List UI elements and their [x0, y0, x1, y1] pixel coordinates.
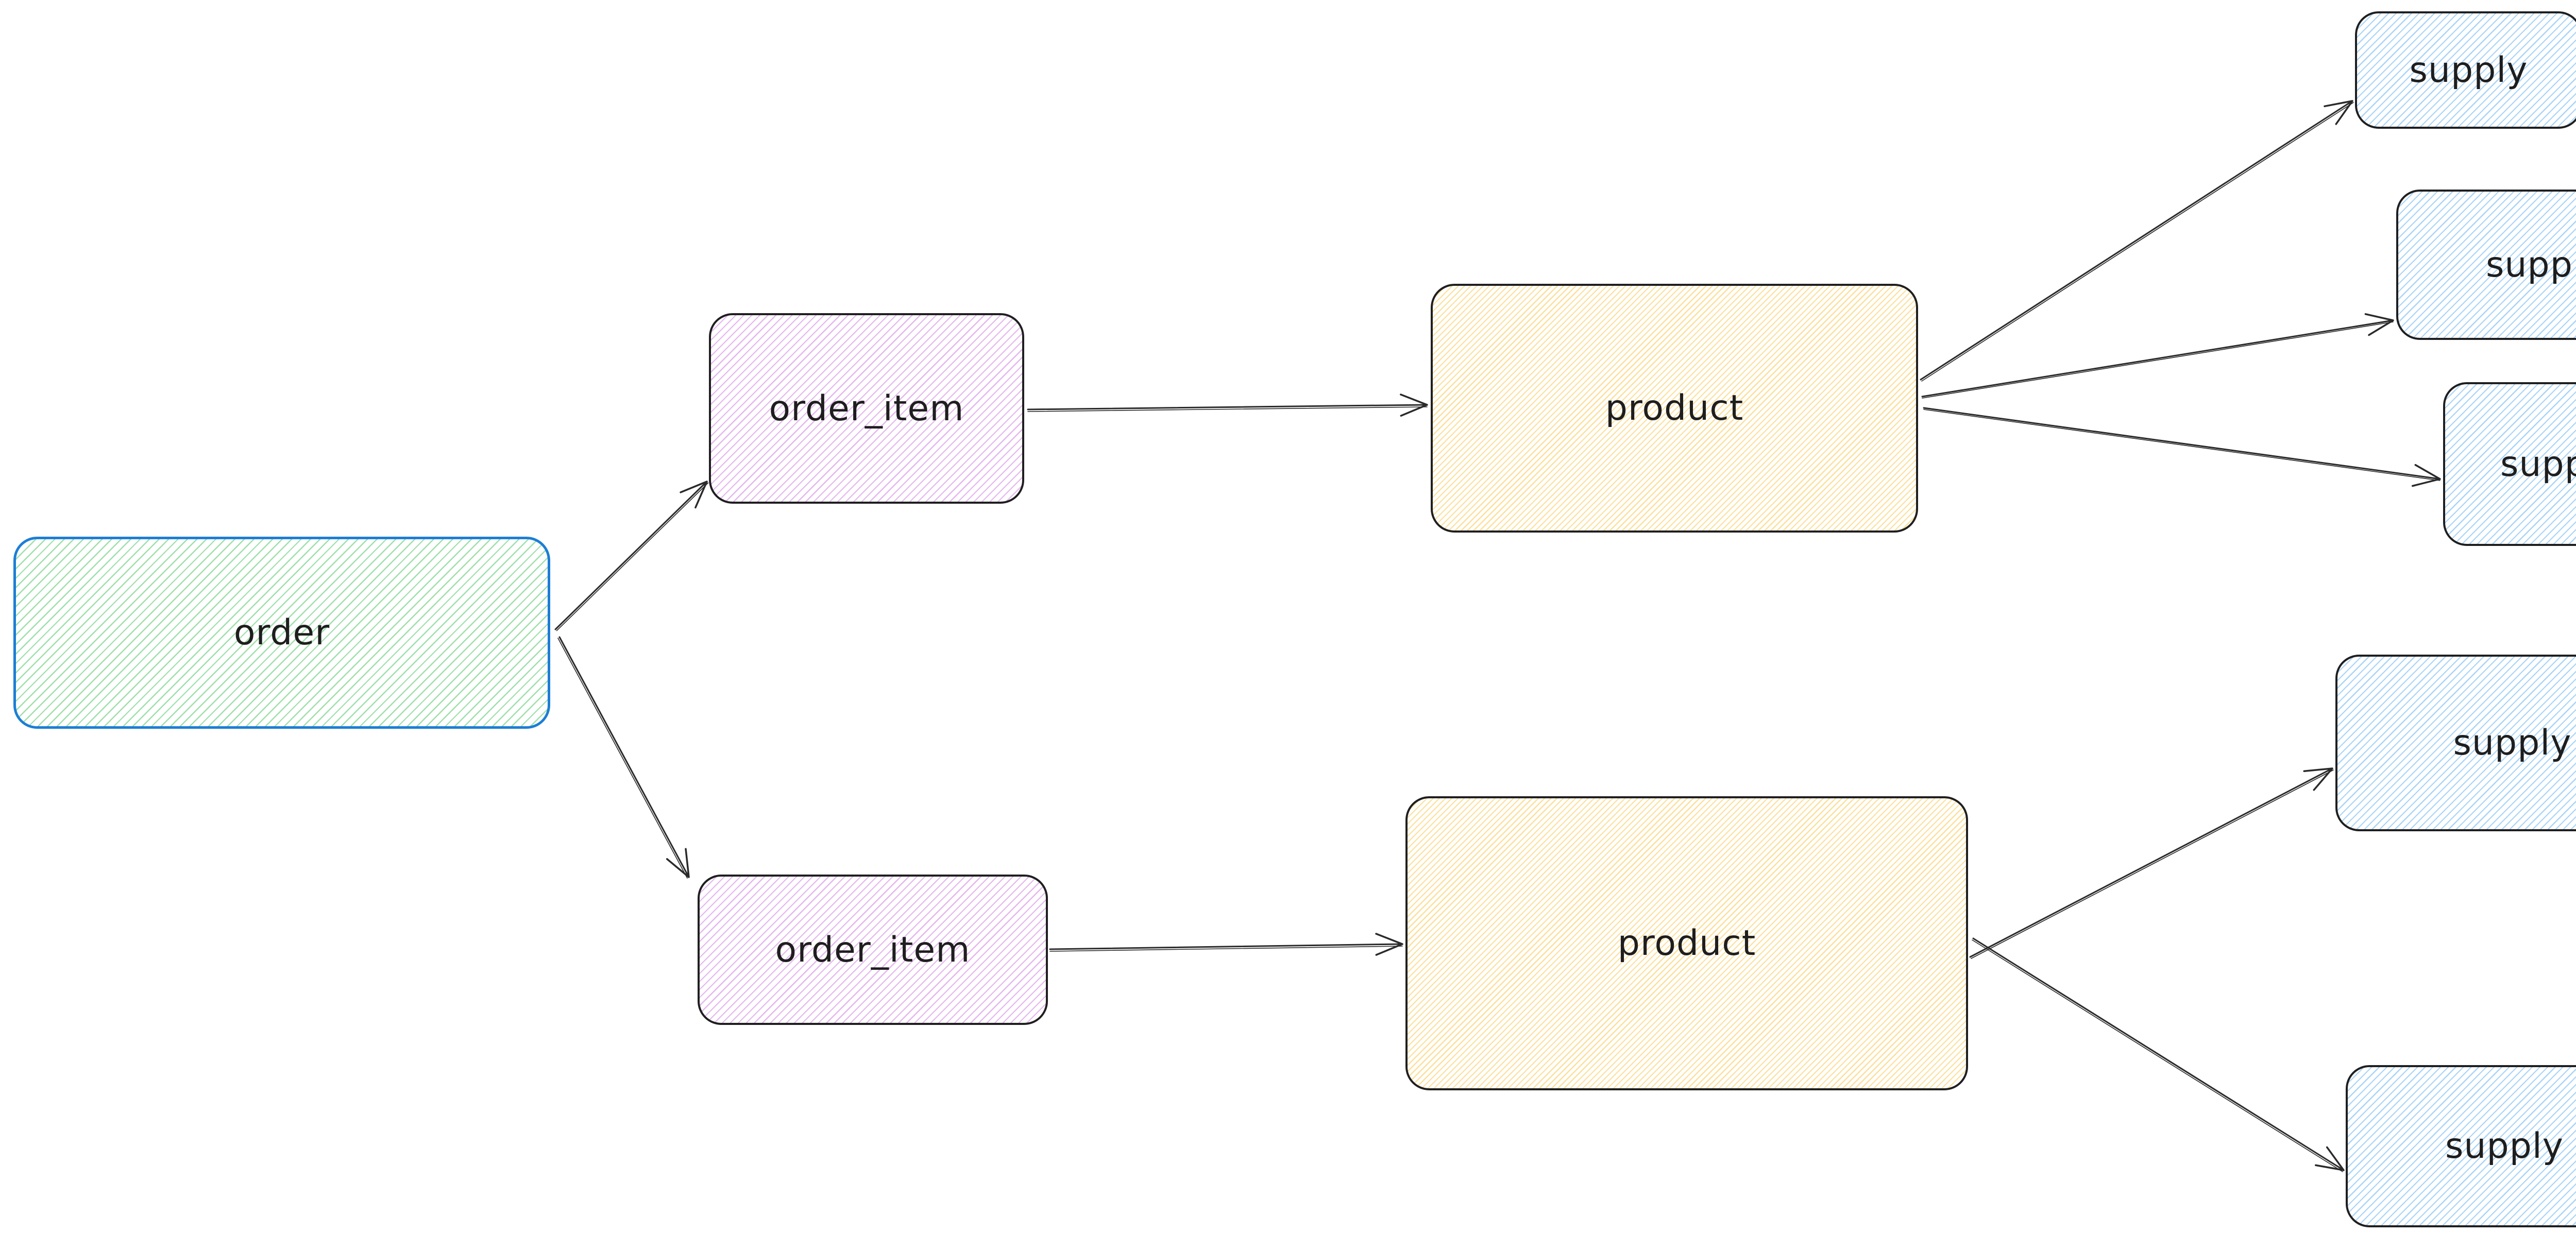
node-order[interactable]: order: [13, 537, 550, 729]
node-order-item-2-label: order_item: [775, 929, 971, 970]
node-supply-4[interactable]: supply: [2335, 655, 2576, 831]
node-order-item-1[interactable]: order_item: [709, 313, 1024, 504]
arrow-product-2-to-supply-5[interactable]: [1972, 937, 2345, 1172]
node-supply-3-label: supply: [2500, 443, 2576, 485]
node-supply-2-label: supply: [2486, 244, 2576, 285]
arrow-order-to-order-item-2[interactable]: [557, 636, 690, 879]
node-supply-2[interactable]: supply: [2396, 190, 2576, 340]
node-product-2[interactable]: product: [1405, 796, 1968, 1090]
node-order-item-2[interactable]: order_item: [698, 875, 1048, 1025]
arrow-product-1-to-supply-2[interactable]: [1921, 313, 2394, 399]
node-supply-3[interactable]: supply: [2443, 382, 2576, 546]
node-product-1[interactable]: product: [1431, 284, 1918, 533]
arrow-product-1-to-supply-1[interactable]: [1920, 100, 2354, 382]
node-product-2-label: product: [1617, 923, 1756, 964]
node-supply-1-label: supply: [2409, 49, 2528, 91]
node-supply-1[interactable]: supply: [2355, 11, 2576, 129]
node-order-label: order: [233, 612, 330, 653]
arrow-order-item-2-to-product-2[interactable]: [1049, 933, 1403, 956]
arrow-order-item-1-to-product-1[interactable]: [1027, 393, 1428, 417]
node-product-1-label: product: [1605, 388, 1744, 429]
node-supply-4-label: supply: [2453, 723, 2572, 763]
node-order-item-1-label: order_item: [769, 388, 964, 429]
arrow-product-1-to-supply-3[interactable]: [1923, 407, 2441, 487]
node-supply-5-label: supply: [2445, 1126, 2564, 1167]
arrow-product-2-to-supply-4[interactable]: [1969, 767, 2334, 959]
arrow-order-to-order-item-1[interactable]: [554, 481, 709, 631]
node-supply-5[interactable]: supply: [2346, 1065, 2576, 1227]
